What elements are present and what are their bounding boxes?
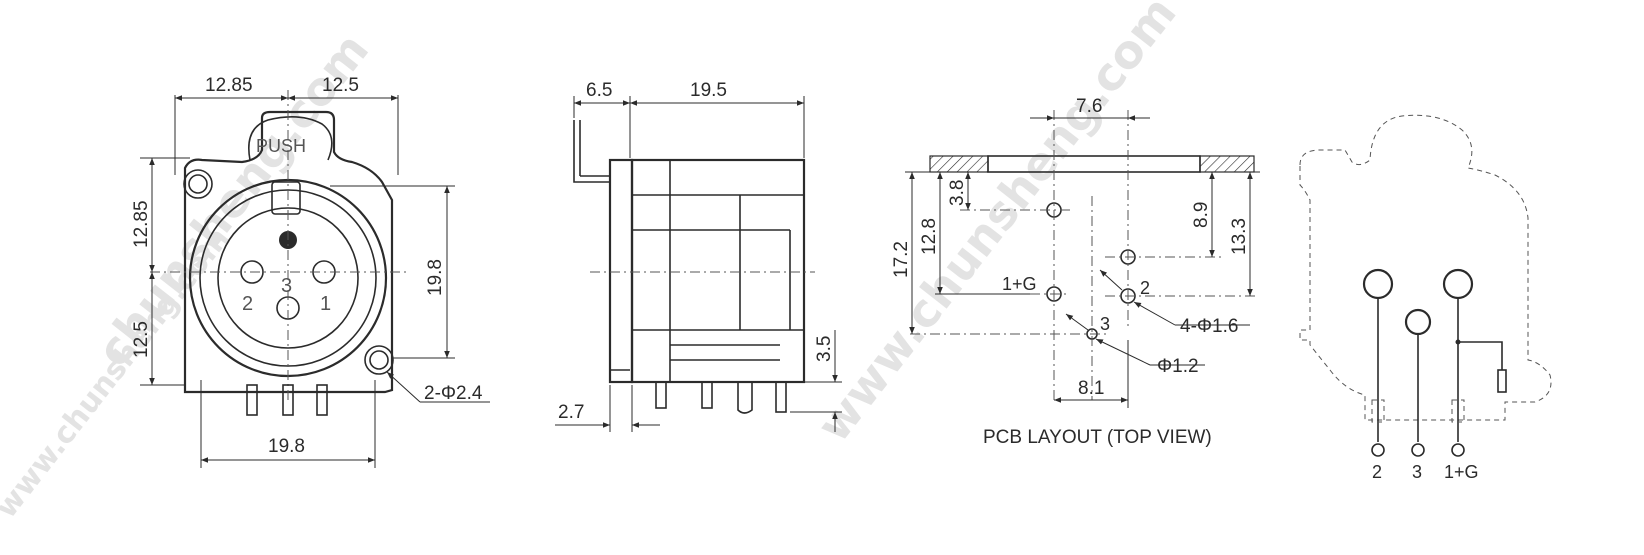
schematic-junction xyxy=(1455,339,1461,345)
side-front-plate xyxy=(608,158,634,384)
dim-pcb-hole-large: 4-Φ1.6 xyxy=(1180,316,1238,337)
dim-front-top-left: 12.85 xyxy=(205,75,253,96)
dim-side-top-right: 19.5 xyxy=(690,80,727,101)
schematic-pad-3 xyxy=(1404,308,1432,336)
dim-front-left-lower: 12.5 xyxy=(131,321,152,358)
mount-hole-top-inner xyxy=(188,174,208,194)
dim-side-top-left: 6.5 xyxy=(586,80,612,101)
mount-hole-top xyxy=(183,169,213,199)
schematic-pad-2 xyxy=(1362,268,1394,300)
mount-hole-bottom-inner xyxy=(369,350,389,370)
front-housing-outline xyxy=(183,110,394,394)
dim-pcb-hole-small: Φ1.2 xyxy=(1157,356,1199,377)
side-pin-2 xyxy=(701,381,713,409)
mount-hole-bottom xyxy=(364,345,394,375)
schematic-label-2: 2 xyxy=(1372,462,1382,482)
side-flange xyxy=(573,120,630,371)
watermark-2: www.chunsheng.com xyxy=(806,0,1186,452)
schematic-label-3: 3 xyxy=(1412,462,1422,482)
dim-pcb-bottom: 8.1 xyxy=(1078,378,1104,399)
schematic-terminal-1g xyxy=(1451,443,1465,457)
latch xyxy=(271,181,301,215)
pcb-edge-left xyxy=(929,155,989,173)
side-body xyxy=(630,158,806,384)
schematic-terminal-3 xyxy=(1411,443,1425,457)
side-pin-1 xyxy=(655,381,667,409)
dim-pcb-left-12-8: 12.8 xyxy=(919,218,940,255)
pcb-hole-1g xyxy=(1046,286,1062,302)
dim-front-bottom-width: 19.8 xyxy=(268,436,305,457)
push-label: PUSH xyxy=(256,136,306,156)
front-pin-label-3: 3 xyxy=(281,275,292,297)
front-pin-label-1: 1 xyxy=(320,293,331,315)
dim-side-right-pin: 3.5 xyxy=(814,336,835,362)
dim-front-top-right: 12.5 xyxy=(322,75,359,96)
side-view: 6.5 19.5 2.7 3.5 xyxy=(555,80,842,432)
front-pin-right xyxy=(316,384,328,416)
inner-ring xyxy=(217,207,359,349)
schematic-label-1g: 1+G xyxy=(1444,462,1479,482)
push-tab xyxy=(248,116,333,161)
dim-pcb-left-17-2: 17.2 xyxy=(891,241,912,278)
pcb-pin-label-2: 2 xyxy=(1140,278,1150,298)
front-pin-left xyxy=(246,384,258,416)
dim-front-mount-hole: 2-Φ2.4 xyxy=(424,383,483,404)
pcb-pin-label-3: 3 xyxy=(1100,314,1110,334)
schematic-pad-1g xyxy=(1442,268,1474,300)
dim-front-left-upper: 12.85 xyxy=(131,200,152,248)
pin-hole-2 xyxy=(240,260,264,284)
schematic-housing-outline xyxy=(1299,114,1552,421)
schematic-view: 2 3 1+G xyxy=(1299,114,1552,482)
dim-pcb-left-3-8: 3.8 xyxy=(947,180,968,206)
schematic-terminal-2 xyxy=(1371,443,1385,457)
pcb-layout: 1+G 2 3 7.6 8.1 3.8 12.8 17.2 8.9 13.3 4… xyxy=(891,96,1260,448)
dim-pcb-top: 7.6 xyxy=(1076,96,1102,117)
pcb-layout-caption: PCB LAYOUT (TOP VIEW) xyxy=(983,427,1212,448)
front-pin-mid xyxy=(282,384,294,416)
pcb-pin-label-1g: 1+G xyxy=(1002,274,1037,294)
front-view: PUSH 2 3 1 12.85 12.5 xyxy=(131,75,490,468)
dim-front-right-height: 19.8 xyxy=(425,259,446,296)
front-pin-label-2: 2 xyxy=(242,293,253,315)
dim-pcb-right-13-3: 13.3 xyxy=(1229,218,1250,255)
side-pin-3 xyxy=(775,381,787,413)
pcb-edge-right xyxy=(1199,155,1255,173)
dim-pcb-right-8-9: 8.9 xyxy=(1191,202,1212,228)
dim-side-bottom-left: 2.7 xyxy=(558,402,584,423)
